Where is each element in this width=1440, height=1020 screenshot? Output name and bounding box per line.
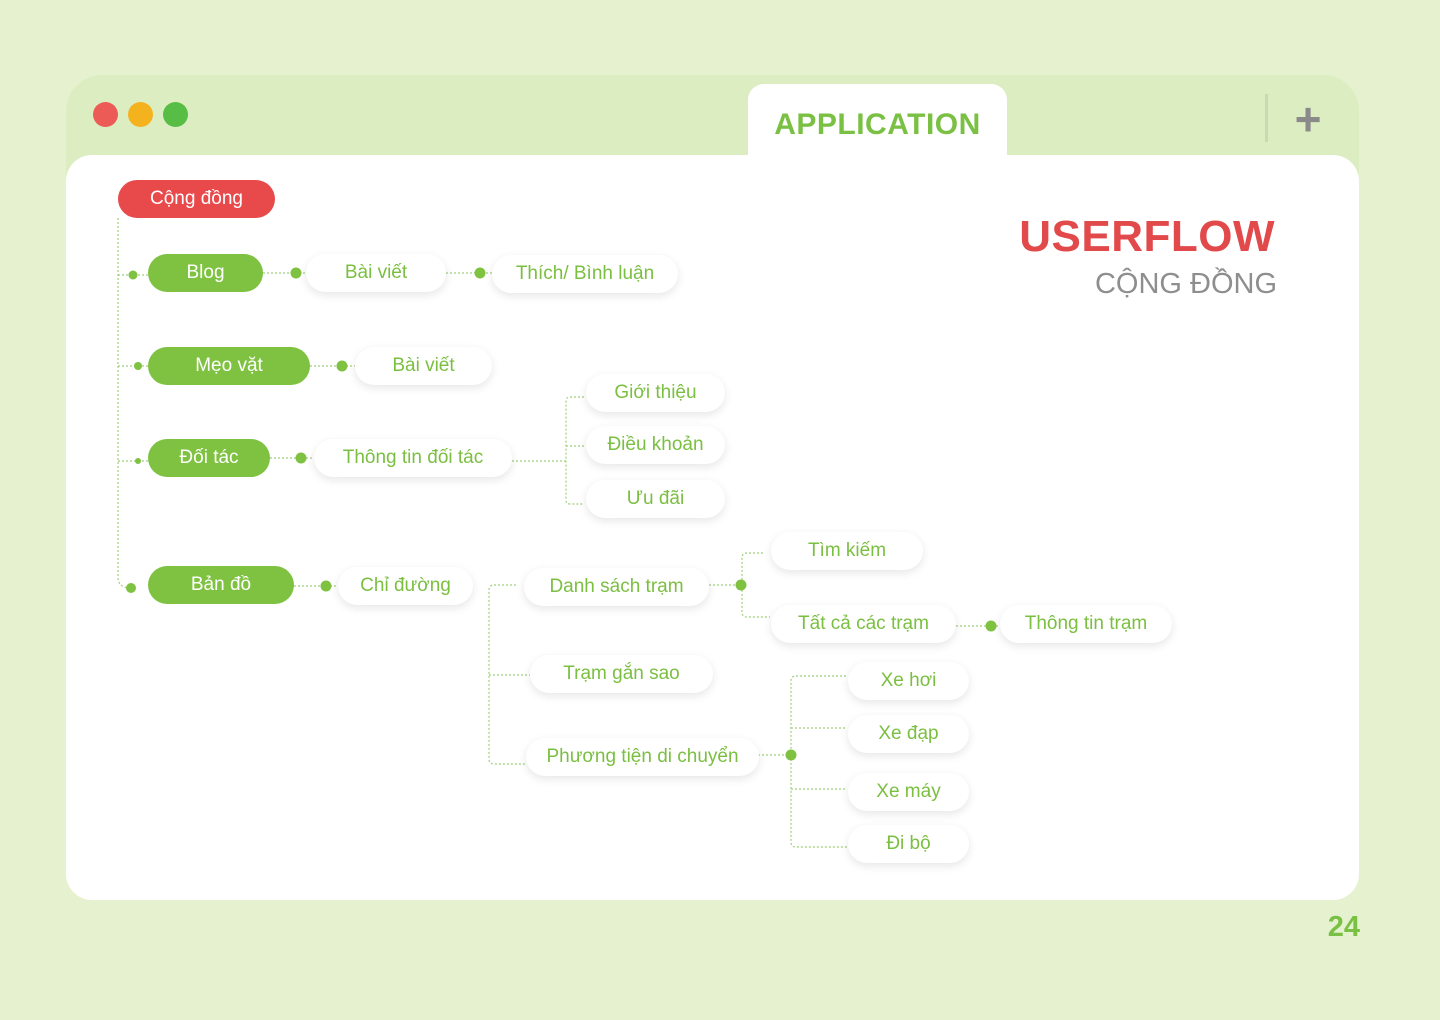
connector-dot [320, 580, 332, 592]
connector-dot [985, 620, 997, 632]
connector-dot [785, 749, 797, 761]
node-blog-post[interactable]: Bài viết [306, 254, 446, 292]
node-all-stations[interactable]: Tất cả các trạm [771, 605, 956, 643]
node-directions[interactable]: Chỉ đường [338, 567, 473, 605]
minimize-window-dot[interactable] [128, 102, 153, 127]
node-map[interactable]: Bản đồ [148, 566, 294, 604]
connector-dot [126, 583, 136, 593]
tab-separator [1265, 94, 1268, 142]
node-partner-info[interactable]: Thông tin đối tác [314, 439, 512, 477]
add-tab-icon[interactable]: + [1294, 93, 1322, 145]
node-tips-post[interactable]: Bài viết [355, 347, 492, 385]
node-car[interactable]: Xe hơi [848, 662, 969, 700]
bracket-partner [565, 396, 584, 505]
node-blog[interactable]: Blog [148, 254, 263, 292]
node-offers[interactable]: Ưu đãi [586, 480, 725, 518]
page-title: USERFLOW [1019, 212, 1275, 261]
node-station-info[interactable]: Thông tin trạm [1000, 605, 1172, 643]
bracket-list [741, 552, 770, 618]
node-root[interactable]: Cộng đồng [118, 180, 275, 218]
node-tips[interactable]: Mẹo vặt [148, 347, 310, 385]
connector-dot [128, 270, 138, 280]
connector-dot [336, 360, 348, 372]
connector-dot [135, 458, 141, 464]
maximize-window-dot[interactable] [163, 102, 188, 127]
node-starred[interactable]: Trạm gắn sao [530, 655, 713, 693]
page-number: 24 [1327, 911, 1360, 943]
node-motorbike[interactable]: Xe máy [848, 773, 969, 811]
node-intro[interactable]: Giới thiệu [586, 374, 725, 412]
bracket-directions [488, 584, 526, 765]
connector-dot [735, 579, 747, 591]
node-walk[interactable]: Đi bộ [848, 825, 969, 863]
connector-dot [290, 267, 302, 279]
node-partner[interactable]: Đối tác [148, 439, 270, 477]
connector-dot [295, 452, 307, 464]
tab-application-label: APPLICATION [774, 108, 981, 141]
page-subtitle: CỘNG ĐỒNG [1094, 268, 1277, 300]
node-like-comment[interactable]: Thích/ Bình luận [492, 255, 678, 293]
node-search[interactable]: Tìm kiếm [771, 532, 923, 570]
node-terms[interactable]: Điều khoản [586, 426, 725, 464]
close-window-dot[interactable] [93, 102, 118, 127]
connector-dot [474, 267, 486, 279]
node-transport[interactable]: Phương tiện di chuyển [526, 738, 759, 776]
node-bicycle[interactable]: Xe đạp [848, 715, 969, 753]
bracket-transport [790, 675, 849, 848]
connector-dot [134, 362, 142, 370]
node-station-list[interactable]: Danh sách trạm [524, 568, 709, 606]
